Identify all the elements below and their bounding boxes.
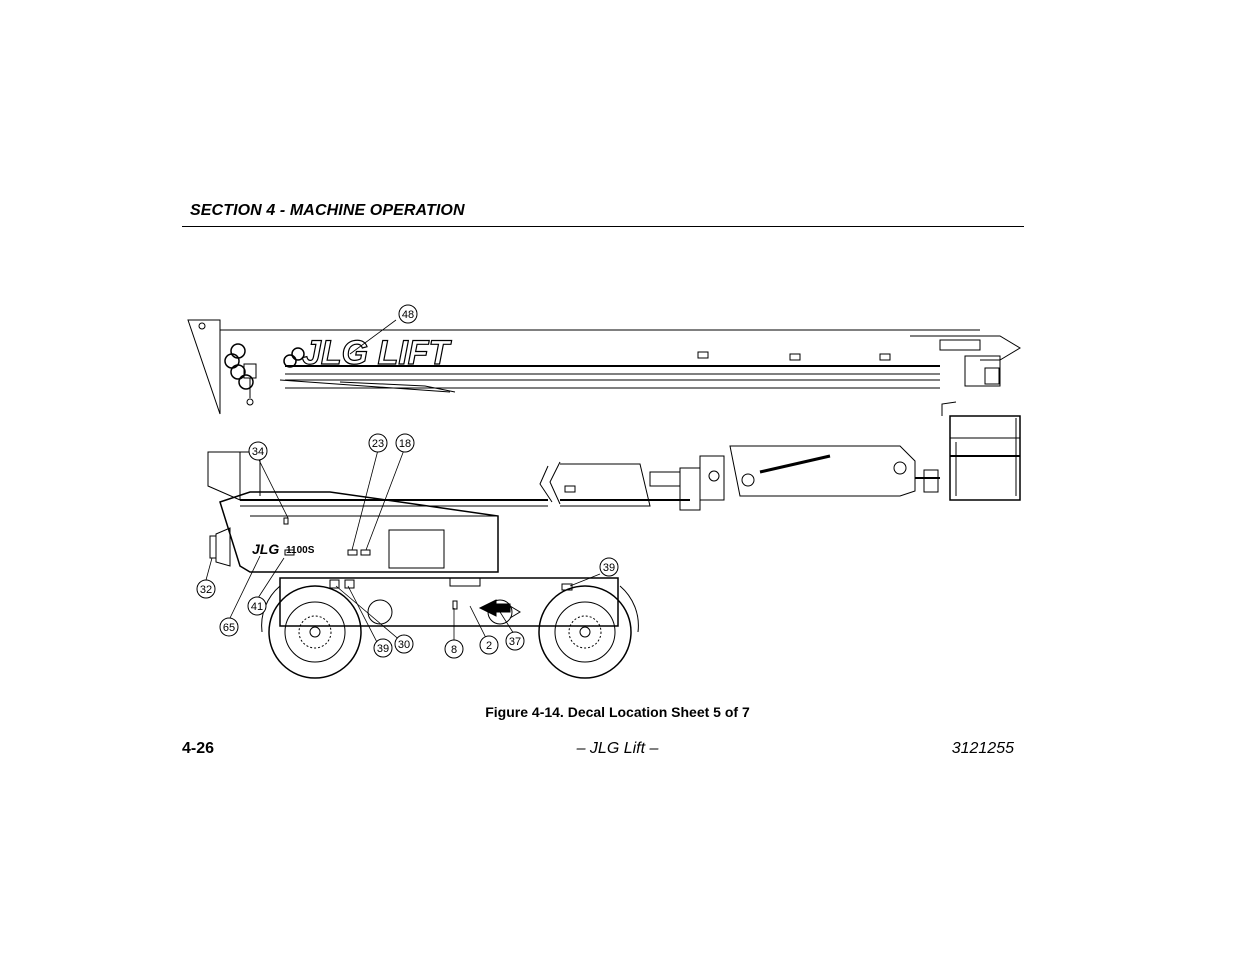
main-boom-drawing: [207, 401, 1021, 573]
callout-41: 41: [247, 596, 267, 616]
callout-39-left: 39: [373, 638, 393, 658]
callout-8: 8: [444, 639, 464, 659]
callout-48: 48: [398, 304, 418, 324]
header-rule: [182, 226, 1024, 227]
svg-text:34: 34: [252, 446, 264, 458]
chassis-logo-decal: JLG: [252, 541, 279, 557]
svg-text:30: 30: [398, 639, 410, 651]
callout-18: 18: [395, 433, 415, 453]
svg-text:37: 37: [509, 636, 521, 648]
boom-logo-decal: JLG LIFT: [302, 334, 453, 372]
svg-text:65: 65: [223, 622, 235, 634]
model-decal: 1100S: [286, 545, 315, 556]
svg-text:48: 48: [402, 309, 414, 321]
page-number: 4-26: [182, 740, 215, 757]
callout-32: 32: [196, 579, 216, 599]
callout-leaders: [205, 319, 601, 649]
decal-location-diagram: JLG LIFT: [187, 304, 1021, 679]
figure-caption: Figure 4-14. Decal Location Sheet 5 of 7: [485, 704, 750, 720]
chassis-drawing: [261, 577, 639, 679]
svg-text:41: 41: [251, 601, 263, 613]
section-title: SECTION 4 - MACHINE OPERATION: [190, 202, 465, 219]
upper-boom-drawing: [187, 319, 1021, 415]
callout-2: 2: [479, 635, 499, 655]
svg-text:39: 39: [377, 643, 389, 655]
callout-65: 65: [219, 617, 239, 637]
callout-39-right: 39: [599, 557, 619, 577]
svg-text:2: 2: [486, 640, 492, 652]
svg-text:18: 18: [399, 438, 411, 450]
svg-text:8: 8: [451, 644, 457, 656]
callout-37: 37: [505, 631, 525, 651]
svg-text:23: 23: [372, 438, 384, 450]
callout-34: 34: [248, 441, 268, 461]
callout-30: 30: [394, 634, 414, 654]
callout-23: 23: [368, 433, 388, 453]
document-number: 3121255: [951, 740, 1014, 757]
svg-text:39: 39: [603, 562, 615, 574]
footer-center-text: – JLG Lift –: [576, 740, 659, 757]
svg-text:32: 32: [200, 584, 212, 596]
